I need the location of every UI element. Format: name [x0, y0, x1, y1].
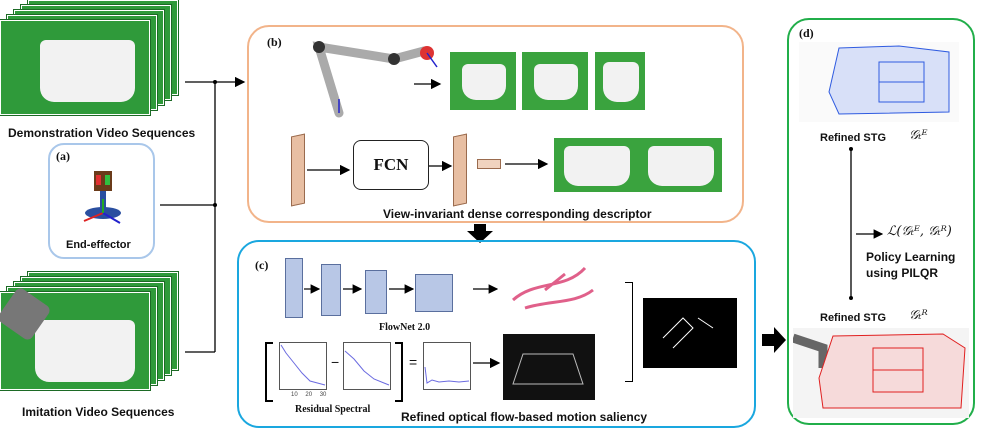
- saliency-mask-image: [643, 298, 737, 368]
- tick: 30: [319, 392, 327, 398]
- end-effector-label: End-effector: [66, 239, 131, 251]
- panel-d: (d) Refined STG 𝒢ₜᴱ ℒ(𝒢ₜᴱ, 𝒢ₜᴿ) Policy L…: [787, 18, 975, 425]
- imitation-label: Imitation Video Sequences: [22, 405, 175, 419]
- panel-c-tag: (c): [255, 258, 269, 272]
- panel-a: (a) End-effector: [48, 143, 155, 259]
- flownet-label: FlowNet 2.0: [379, 322, 431, 333]
- view-image-2: [521, 51, 589, 111]
- arrow-icon: [307, 165, 351, 175]
- tick: 10: [291, 392, 298, 398]
- output-feature-map: [453, 133, 467, 207]
- end-effector-icon: [83, 171, 121, 224]
- flownet-layer-3: [365, 270, 387, 314]
- imitation-stg-image: [791, 328, 969, 418]
- arrow-icon: [473, 358, 501, 368]
- demonstration-stg-image: [799, 42, 959, 122]
- spectrum-plot-2: [343, 342, 391, 390]
- residual-spectral-label: Residual Spectral: [295, 404, 371, 415]
- panel-d-tag: (d): [799, 26, 814, 40]
- stg-top-label: Refined STG: [820, 132, 887, 144]
- arrow-icon: [505, 159, 549, 169]
- panel-a-tag: (a): [56, 149, 70, 163]
- arrow-icon: [429, 161, 453, 171]
- demonstration-label: Demonstration Video Sequences: [8, 126, 196, 140]
- panel-c-caption: Refined optical flow-based motion salien…: [401, 410, 648, 424]
- optical-flow-image: [511, 266, 594, 310]
- tick: 20: [305, 392, 313, 398]
- flownet-layer-1: [285, 258, 303, 318]
- flownet-layer-2: [321, 264, 341, 316]
- view-image-3: [594, 51, 646, 111]
- spectrum-plot-1: [279, 342, 327, 390]
- arrow-icon: [414, 79, 442, 89]
- flownet-layer-4: [415, 274, 453, 312]
- panel-b: (b) FCN View-invariant dense correspondi…: [247, 25, 744, 223]
- panel-c: (c) FlowNet 2.0 − = 10 20 30 Residual Sp…: [237, 240, 756, 428]
- panel-b-caption: View-invariant dense corresponding descr…: [383, 207, 652, 221]
- minus-sign: −: [331, 354, 340, 370]
- panel-b-tag: (b): [267, 35, 282, 49]
- imitation-video-stack: [0, 272, 185, 397]
- correspondence-image: [553, 137, 723, 193]
- input-feature-map: [291, 133, 305, 207]
- equals-sign: =: [409, 354, 418, 370]
- residual-plot: [423, 342, 471, 390]
- flownet-arrows: [304, 284, 499, 294]
- pilqr-label: using PILQR: [866, 266, 938, 280]
- loss-function: ℒ(𝒢ₜᴱ, 𝒢ₜᴿ): [887, 224, 952, 239]
- robot-arm-icon: [312, 41, 438, 118]
- bracket-right: [395, 342, 403, 402]
- plot-ticks: 10 20 30: [285, 392, 475, 398]
- policy-learning-label: Policy Learning: [866, 250, 956, 264]
- fcn-block: FCN: [353, 140, 429, 190]
- stg-bottom-symbol: 𝒢ₜᴿ: [909, 308, 928, 323]
- stg-connector: [849, 147, 884, 300]
- stg-bottom-label: Refined STG: [820, 312, 887, 324]
- demonstration-video-stack: [0, 0, 185, 120]
- view-image-1: [449, 51, 517, 111]
- bracket-merge: [625, 282, 633, 382]
- stg-top-symbol: 𝒢ₜᴱ: [909, 128, 928, 143]
- bracket-left: [265, 342, 273, 402]
- descriptor-vector: [477, 159, 501, 169]
- motion-magnitude-image: [503, 334, 595, 400]
